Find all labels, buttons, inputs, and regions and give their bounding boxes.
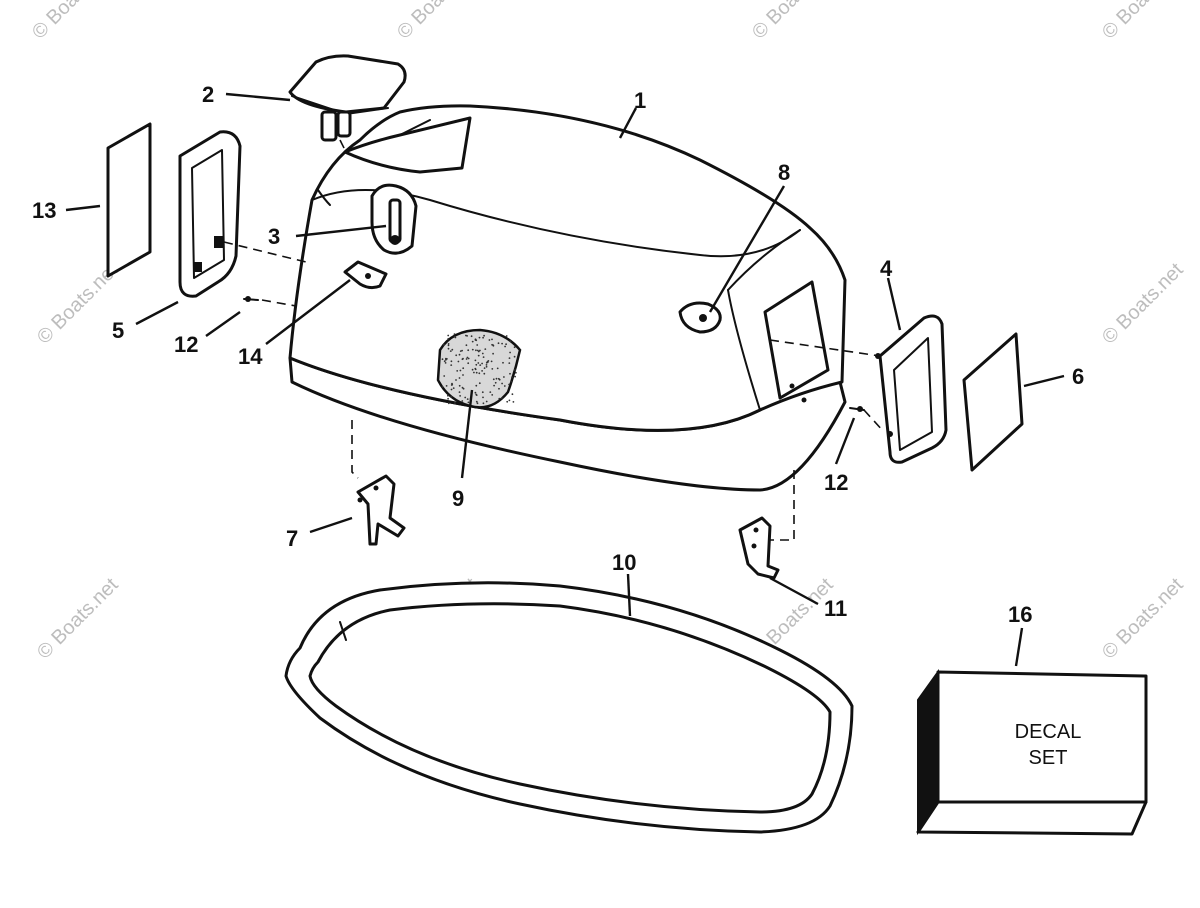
callouts: 1 2 3 13 5 12 14 8 4 6 12 9 7 10 11 16 [32, 82, 1084, 627]
watermark: © Boats.net [28, 0, 118, 44]
callout-14: 14 [238, 344, 263, 369]
watermark: © Boats.net [748, 0, 838, 44]
callout-10: 10 [612, 550, 636, 575]
callout-11: 11 [824, 596, 847, 621]
screw-12-right [849, 406, 865, 412]
decal-set-box: DECAL SET [916, 668, 1148, 836]
top-cap [288, 54, 407, 142]
callout-8: 8 [778, 160, 790, 185]
callout-13: 13 [32, 198, 56, 223]
seal-ring-10 [284, 581, 854, 834]
callout-12-right: 12 [824, 470, 848, 495]
side-frame-5 [178, 130, 242, 298]
watermark: © Boats.net [1098, 259, 1188, 349]
side-plate-13 [106, 122, 152, 278]
callout-4: 4 [880, 256, 893, 281]
callout-3: 3 [268, 224, 280, 249]
latch-assembly [370, 183, 418, 255]
watermark: © Boats.net [393, 0, 483, 44]
decal-box-line2: SET [1029, 747, 1068, 769]
callout-2: 2 [202, 82, 214, 107]
callout-16: 16 [1008, 602, 1032, 627]
engine-cover [288, 104, 847, 492]
callout-1: 1 [634, 88, 646, 113]
bracket-11 [738, 516, 780, 580]
watermark: © Boats.net [1098, 574, 1188, 664]
foam-pad-9 [436, 328, 522, 409]
callout-7: 7 [286, 526, 298, 551]
watermark: © Boats.net [33, 574, 123, 664]
decal-box-line1: DECAL [1015, 721, 1082, 743]
screw-12-left [243, 296, 259, 302]
callout-9: 9 [452, 486, 464, 511]
bracket-14 [343, 260, 388, 290]
side-frame-4 [875, 314, 948, 464]
bracket-7 [356, 474, 406, 546]
leader-lines [65, 92, 1065, 667]
callout-12-left: 12 [174, 332, 198, 357]
callout-5: 5 [112, 318, 124, 343]
watermark: © Boats.net [1098, 0, 1188, 44]
callout-6: 6 [1072, 364, 1084, 389]
alignment-lines [223, 139, 885, 541]
side-plate-6 [962, 332, 1024, 472]
